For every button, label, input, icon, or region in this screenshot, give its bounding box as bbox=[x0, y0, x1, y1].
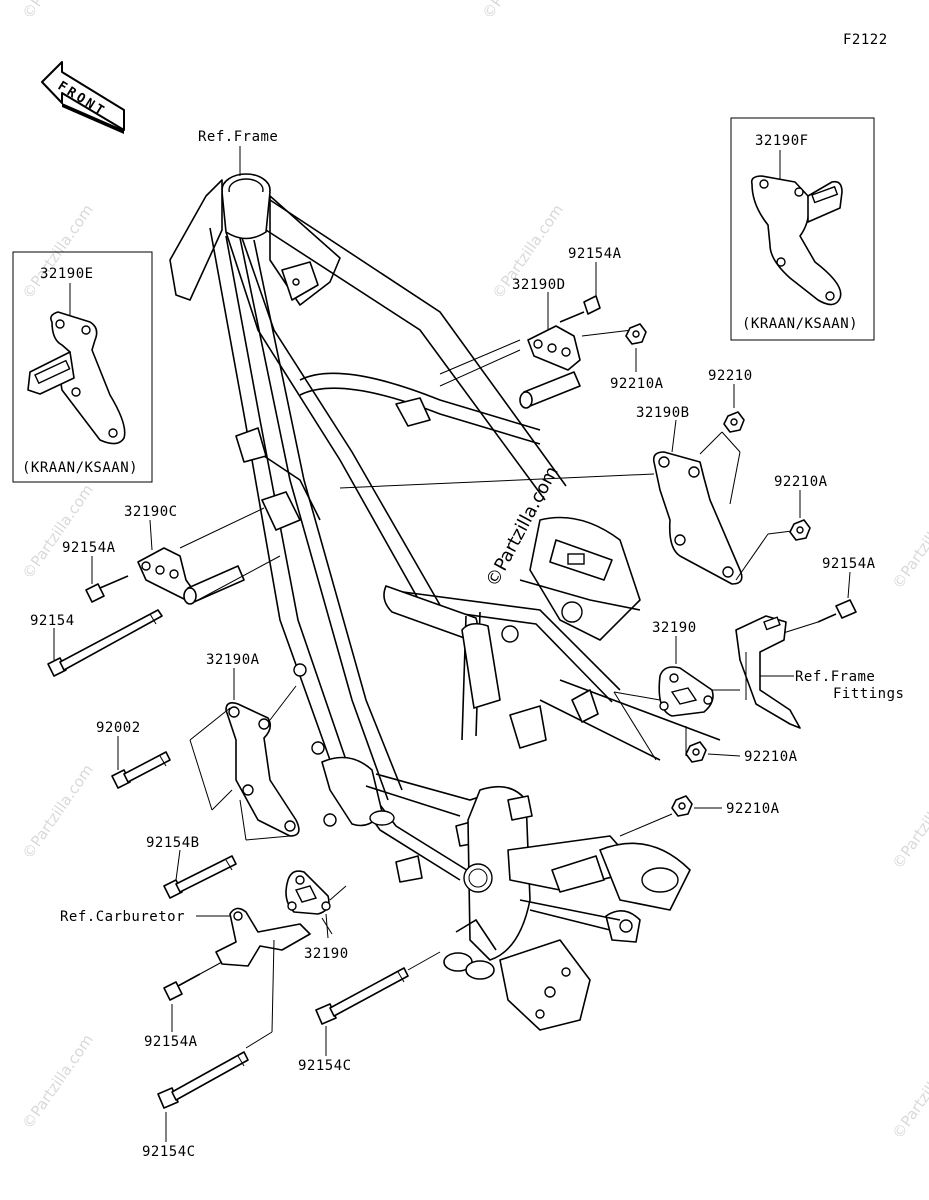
label-32190C: 32190C bbox=[124, 504, 178, 520]
ref-frame-fittings-bracket bbox=[735, 615, 801, 729]
label-32190-right: 32190 bbox=[652, 620, 697, 636]
label-32190A: 32190A bbox=[206, 652, 260, 668]
label-92154C-bottom: 92154C bbox=[142, 1144, 196, 1160]
label-32190D: 32190D bbox=[512, 277, 566, 293]
label-92154A-bottom: 92154A bbox=[144, 1034, 198, 1050]
label-ref-frame-fittings-2: Fittings bbox=[833, 686, 904, 702]
part-32190B bbox=[339, 431, 801, 585]
inset-32190F-variant: (KRAAN/KSAAN) bbox=[742, 316, 858, 332]
inset-32190F: 32190F (KRAAN/KSAAN) bbox=[730, 117, 875, 341]
nut-92210A-mid bbox=[685, 741, 741, 763]
bolt-92154A-bottom bbox=[163, 961, 223, 1001]
watermark-9: ©Partzilla.com bbox=[479, 0, 557, 22]
nut-92210A-top bbox=[625, 323, 647, 345]
bolt-92154A-left bbox=[85, 575, 129, 603]
label-92210A-mid: 92210A bbox=[744, 749, 798, 765]
bolt-92154A-top bbox=[559, 295, 601, 323]
label-92210A-right: 92210A bbox=[774, 474, 828, 490]
bolt-92154C-mid bbox=[315, 951, 441, 1025]
label-92154A-left: 92154A bbox=[62, 540, 116, 556]
label-92154A-right: 92154A bbox=[822, 556, 876, 572]
label-92154: 92154 bbox=[30, 613, 75, 629]
watermark-10: ©Partzilla.com bbox=[19, 0, 97, 22]
figure-code: F2122 bbox=[843, 32, 888, 48]
nut-92210 bbox=[723, 411, 745, 433]
label-92210A-low: 92210A bbox=[726, 801, 780, 817]
front-arrow-icon: FRONT bbox=[41, 61, 125, 134]
bolt-92154B bbox=[163, 855, 237, 899]
part-32190-low bbox=[285, 870, 347, 935]
part-32190A bbox=[189, 668, 300, 841]
watermark-7: ©Partzilla.com bbox=[889, 771, 929, 872]
inset-32190E: 32190E (KRAAN/KSAAN) bbox=[12, 251, 153, 483]
ref-carburetor-bracket bbox=[215, 907, 311, 1049]
label-ref-frame: Ref.Frame bbox=[198, 129, 278, 145]
label-92154A-top: 92154A bbox=[568, 246, 622, 262]
label-32190-low: 32190 bbox=[304, 946, 349, 962]
leader-lines bbox=[53, 146, 851, 1142]
label-92002: 92002 bbox=[96, 720, 141, 736]
inset-32190E-label: 32190E bbox=[40, 266, 94, 282]
watermark-8: ©Partzilla.com bbox=[889, 1041, 929, 1142]
label-32190B: 32190B bbox=[636, 405, 690, 421]
watermark-3: ©Partzilla.com bbox=[19, 481, 97, 582]
nut-92210A-low bbox=[619, 795, 722, 837]
label-ref-frame-fittings-1: Ref.Frame bbox=[795, 669, 875, 685]
part-32190C bbox=[137, 507, 281, 605]
label-92154C-mid: 92154C bbox=[298, 1058, 352, 1074]
inset-32190F-label: 32190F bbox=[755, 133, 809, 149]
part-32190D bbox=[439, 325, 633, 409]
inset-32190E-variant: (KRAAN/KSAAN) bbox=[22, 460, 138, 476]
label-92210A-top: 92210A bbox=[610, 376, 664, 392]
watermark-5: ©Partzilla.com bbox=[19, 1031, 97, 1132]
label-ref-carburetor: Ref.Carburetor bbox=[60, 909, 185, 925]
watermark-4: ©Partzilla.com bbox=[19, 761, 97, 862]
watermark-6: ©Partzilla.com bbox=[889, 491, 929, 592]
motorcycle-frame bbox=[169, 173, 721, 1031]
bolt-92154 bbox=[47, 609, 163, 677]
label-92210: 92210 bbox=[708, 368, 753, 384]
nut-92210A-right bbox=[789, 519, 811, 541]
label-92154B: 92154B bbox=[146, 835, 200, 851]
bolt-92154C-bottom bbox=[157, 1051, 249, 1109]
bolt-92154A-right bbox=[779, 599, 857, 635]
bolt-92002 bbox=[111, 751, 171, 789]
part-32190-right bbox=[613, 666, 740, 761]
